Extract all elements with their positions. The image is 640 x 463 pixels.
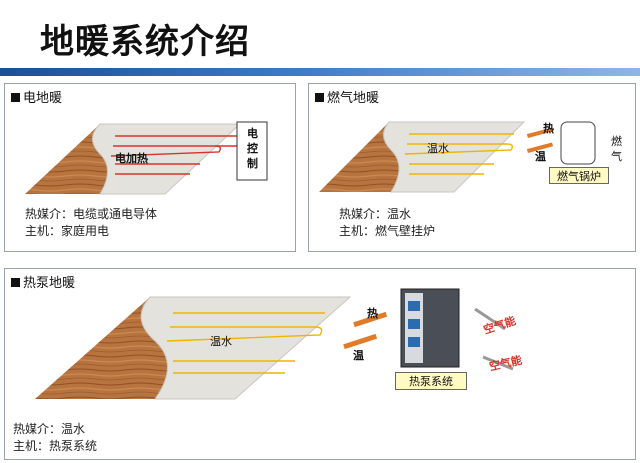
heater-label: 电加热	[115, 152, 148, 165]
bullet-square-icon	[11, 278, 20, 287]
electric-host: 主机：家庭用电	[25, 224, 110, 238]
gas-floor-diagram	[319, 121, 596, 193]
gas-warm-label: 温	[535, 150, 546, 163]
gas-host: 主机：燃气壁挂炉	[339, 224, 436, 238]
gas-boiler-label: 燃气锅炉	[549, 167, 609, 184]
heatpump-medium: 热媒介：温水	[13, 422, 86, 436]
gas-hot-label: 热	[543, 122, 554, 135]
gas-boiler-box	[560, 121, 596, 165]
heatpump-info: 热媒介：温水 主机：热泵系统	[13, 421, 97, 455]
water-pipe	[166, 312, 325, 374]
heatpump-warm-label: 温	[353, 349, 364, 362]
heatpump-host: 主机：热泵系统	[13, 439, 98, 453]
panel-title-gas: 燃气地暖	[315, 87, 379, 106]
heatpump-floor-diagram	[35, 288, 514, 400]
control-box-label: 电控制	[247, 127, 258, 170]
hot-pipe-arrow	[353, 311, 388, 328]
title-underline-bar	[0, 68, 640, 76]
gas-water-label: 温水	[427, 142, 449, 155]
floor-cover-layer	[140, 296, 352, 400]
warm-pipe-arrow	[343, 333, 378, 350]
water-pipe	[404, 133, 514, 175]
panel-gas-heating: 燃气地暖 温水 热 温 燃气锅炉 燃气 热媒介：温水 主机：燃气壁挂炉	[308, 83, 636, 252]
panel-electric-heating: 电地暖 电加热 电控制 热媒介：电缆或通电导体 主机：家庭用电	[4, 83, 296, 252]
control-box	[236, 121, 268, 181]
electric-medium: 热媒介：电缆或通电导体	[25, 207, 158, 221]
heatpump-water-label: 温水	[210, 335, 232, 348]
gas-info: 热媒介：温水 主机：燃气壁挂炉	[339, 206, 435, 240]
floor-cover-layer	[92, 123, 242, 195]
warm-pipe-arrow	[526, 142, 554, 154]
hot-pipe-arrow	[526, 127, 554, 139]
floor-cover-layer	[383, 121, 526, 193]
bullet-square-icon	[11, 93, 20, 102]
heating-cable	[110, 135, 222, 175]
electric-floor-diagram	[25, 121, 268, 195]
panel-heatpump-heating: 热泵地暖 温水 热 温 热泵系统 空气能 空气能 热媒介：温水 主机：热泵系统	[4, 268, 636, 460]
heatpump-unit-label: 热泵系统	[395, 372, 467, 390]
panel-title-electric: 电地暖	[11, 87, 62, 106]
gas-medium: 热媒介：温水	[339, 207, 412, 221]
page-title: 地暖系统介绍	[40, 22, 250, 62]
cable-lead	[215, 135, 237, 147]
electric-info: 热媒介：电缆或通电导体 主机：家庭用电	[25, 206, 157, 240]
panel-title-heatpump: 热泵地暖	[11, 272, 75, 291]
gas-fuel-label: 燃气	[611, 135, 622, 163]
heatpump-hot-label: 热	[367, 307, 378, 320]
bullet-square-icon	[315, 93, 324, 102]
